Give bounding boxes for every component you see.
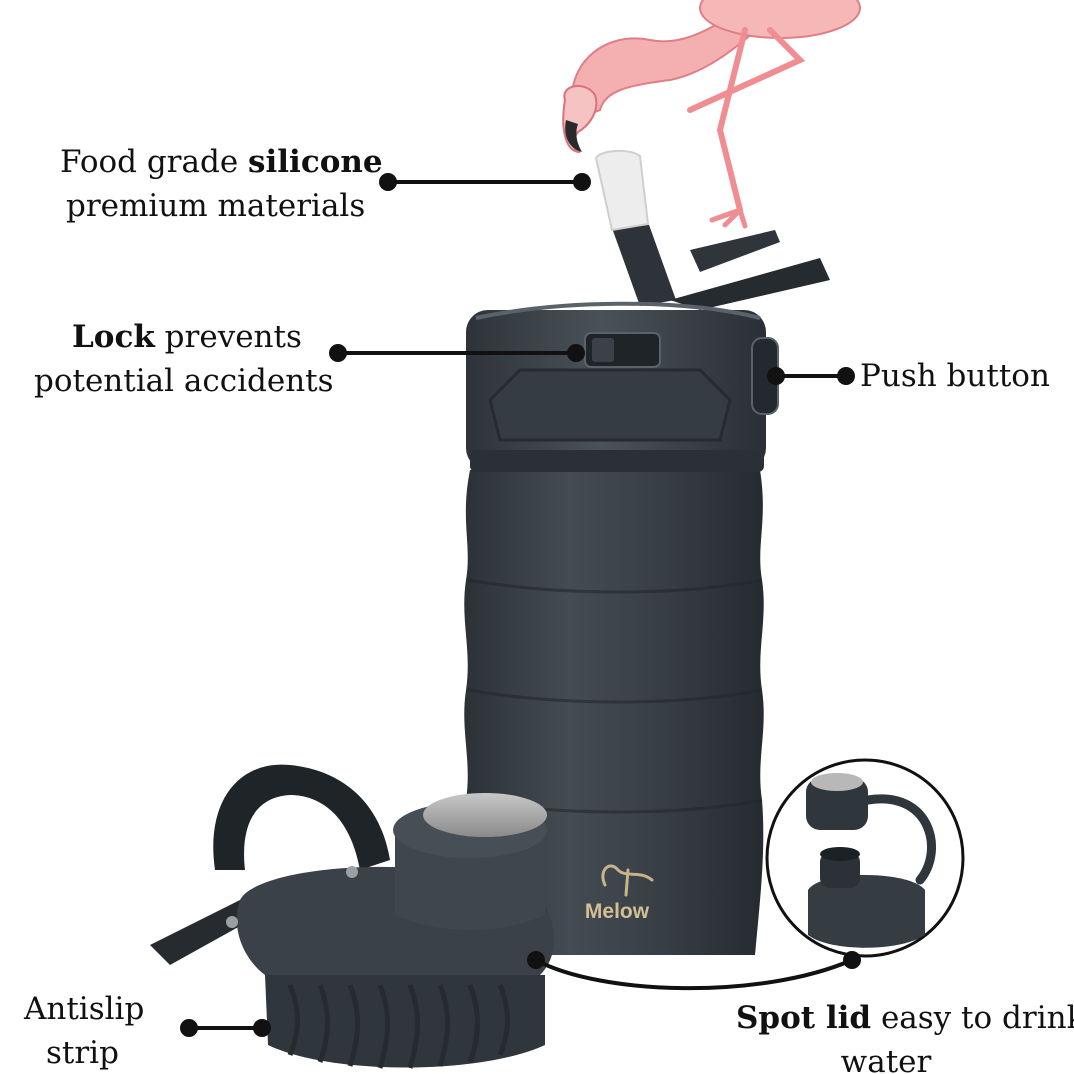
leader-push-dot-start	[767, 367, 785, 385]
flamingo-leg-2	[687, 27, 806, 113]
lid-grip-panel	[488, 368, 732, 442]
silicone-mouthpiece-icon	[594, 150, 650, 232]
label-antislip-line2: strip	[46, 1035, 119, 1071]
flamingo-leg-1	[716, 27, 748, 213]
hinge-screw-icon	[346, 866, 358, 878]
straw-stem	[612, 222, 676, 306]
leader-spot	[535, 958, 853, 991]
hinge-screw-2-icon	[226, 916, 238, 928]
label-silicone: Food grade silicone premium materials	[60, 140, 383, 228]
inset-spout-rim	[820, 847, 860, 861]
flip-cap-lever	[670, 258, 830, 310]
brand-logo: Melow	[585, 900, 650, 923]
bottle-ridge-2	[467, 688, 763, 704]
spot-lid-part	[150, 764, 555, 1069]
label-spot-lid: Spot lid easy to drink water	[736, 996, 1074, 1074]
bottle-ridge-1	[467, 578, 763, 594]
leader-silicone-dot-end	[573, 173, 591, 191]
straw-assembly	[594, 150, 830, 310]
inset-cap-metal	[811, 773, 863, 791]
label-spot-line2: water	[840, 1044, 932, 1074]
flamingo-foot	[709, 207, 748, 229]
label-spot-bold: Spot lid	[736, 1000, 872, 1036]
label-silicone-pre: Food grade	[60, 144, 249, 180]
label-lock-line2: potential accidents	[34, 363, 334, 399]
spot-lid-inset	[765, 758, 965, 958]
leader-spot-dot-end	[843, 951, 861, 969]
label-lock: Lock prevents potential accidents	[34, 315, 334, 403]
label-silicone-bold: silicone	[248, 144, 383, 180]
flamingo-beak	[565, 120, 582, 152]
leader-lock-dot-start	[329, 344, 347, 362]
inset-cap	[806, 778, 868, 830]
leader-antislip-dot-end	[253, 1019, 271, 1037]
label-antislip: Antislip strip	[24, 987, 144, 1074]
leader-spot-dot-start	[527, 951, 545, 969]
leader-antislip-dot-start	[180, 1019, 198, 1037]
lid-top-rim	[475, 301, 761, 320]
label-spot-post: easy to drink	[871, 1000, 1074, 1036]
label-antislip-line1: Antislip	[24, 991, 145, 1027]
flamingo-head	[562, 85, 598, 153]
label-lock-bold: Lock	[72, 319, 155, 355]
leader-silicone-dot-start	[379, 173, 397, 191]
leader-push-dot-end	[837, 367, 855, 385]
spot-spout-metal-icon	[423, 793, 547, 837]
label-silicone-line2: premium materials	[66, 188, 366, 224]
spot-lid-handle	[213, 764, 390, 870]
melow-logo-icon	[601, 864, 654, 897]
spot-spout	[395, 830, 545, 930]
leader-lock-dot-end	[567, 344, 585, 362]
callout-leaders	[180, 173, 861, 1037]
inset-strap	[863, 794, 936, 885]
label-push-button: Push button	[860, 358, 1050, 394]
flamingo-illustration	[562, 0, 861, 229]
inset-body	[808, 875, 925, 948]
inset-spout	[820, 852, 860, 888]
bottle: Melow	[464, 301, 779, 955]
lid-base-ring	[470, 450, 764, 472]
flip-cap-handle	[690, 230, 780, 272]
lock-knob	[592, 338, 614, 362]
label-lock-post: prevents	[154, 319, 302, 355]
antislip-texture	[287, 984, 510, 1069]
